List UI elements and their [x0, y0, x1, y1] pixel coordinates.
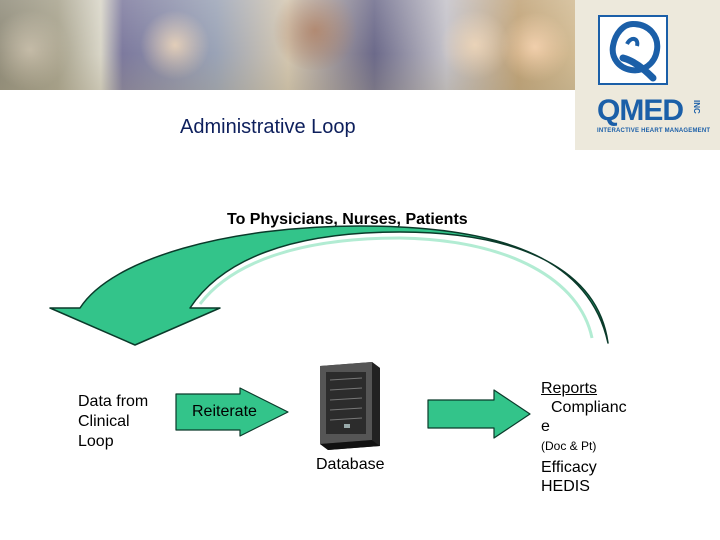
database-server-icon: [320, 362, 380, 450]
database-label: Database: [316, 456, 385, 473]
reports-list: Reports Complianc e (Doc & Pt) Efficacy …: [541, 379, 651, 496]
reports-doc-pt: (Doc & Pt): [541, 439, 597, 453]
feedback-arc-arrow: [49, 225, 609, 346]
photo-face: [500, 12, 570, 82]
reports-arrow: [427, 389, 531, 439]
reports-hedis: HEDIS: [541, 478, 590, 495]
logo-inc: INC: [692, 100, 701, 114]
reports-compliance-cont: e: [541, 418, 550, 435]
reports-compliance: Complianc: [551, 399, 627, 416]
qmed-logo-icon: [598, 15, 668, 85]
photo-face: [140, 10, 210, 80]
reports-heading: Reports: [541, 380, 598, 397]
reports-efficacy: Efficacy: [541, 459, 597, 476]
arc-label: To Physicians, Nurses, Patients: [227, 211, 468, 228]
photo-face: [0, 10, 70, 90]
reiterate-label: Reiterate: [192, 403, 257, 420]
reiterate-arrow: [175, 387, 289, 437]
logo-wordmark: QMED: [597, 94, 684, 127]
slide-title: Administrative Loop: [180, 116, 356, 138]
logo-tagline: INTERACTIVE HEART MANAGEMENT: [597, 128, 711, 134]
photo-face: [440, 10, 510, 80]
photo-face: [270, 0, 360, 70]
data-from-clinical-loop-label: Data from Clinical Loop: [78, 393, 149, 450]
